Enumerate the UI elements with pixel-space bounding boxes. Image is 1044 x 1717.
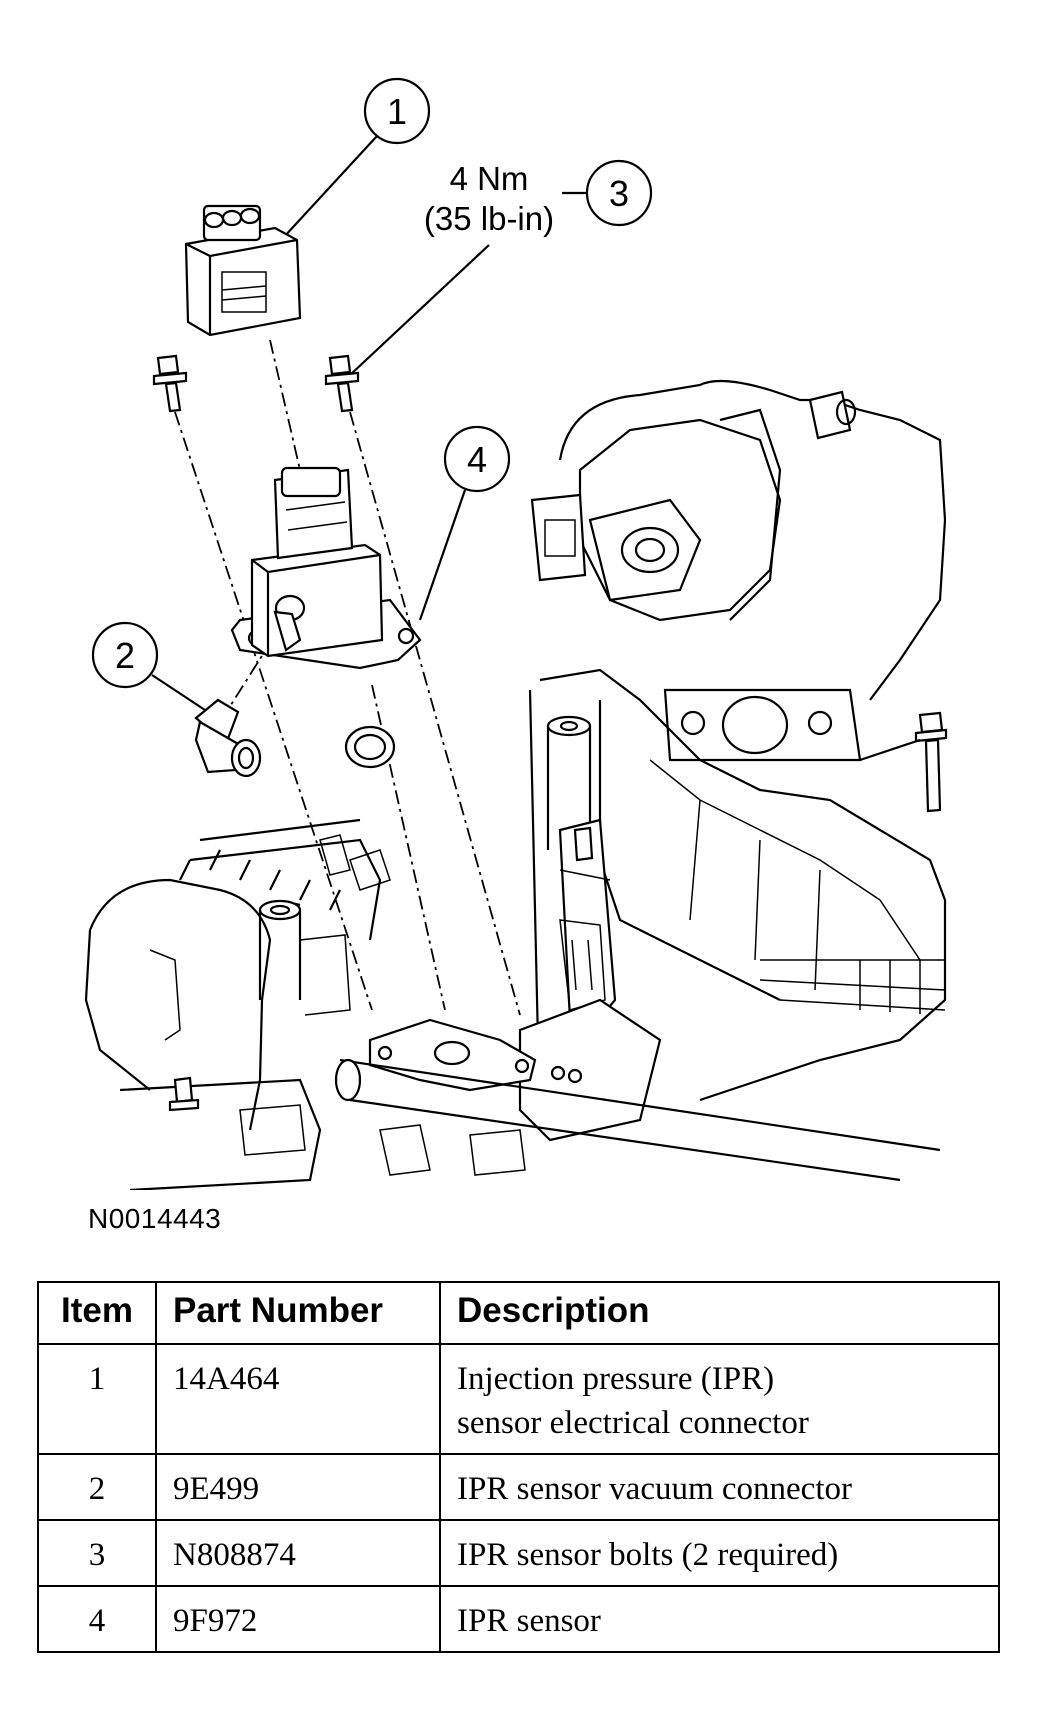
- torque-value-imperial: (35 lb-in): [424, 200, 554, 237]
- table-row: 1 14A464 Injection pressure (IPR) sensor…: [37, 1343, 1000, 1455]
- row-description: IPR sensor bolts (2 required): [439, 1519, 1000, 1587]
- torque-value: 4 Nm: [450, 160, 529, 197]
- o-ring-drawing: [344, 725, 396, 769]
- parts-table: Item Part Number Description 1 14A464 In…: [37, 1281, 1000, 1653]
- row-part-number: 9F972: [155, 1585, 441, 1653]
- row-description: IPR sensor: [439, 1585, 1000, 1653]
- table-row: 4 9F972 IPR sensor: [37, 1585, 1000, 1653]
- row-part-number: 14A464: [155, 1343, 441, 1455]
- row-part-number: 9E499: [155, 1453, 441, 1521]
- table-row: 3 N808874 IPR sensor bolts (2 required): [37, 1519, 1000, 1587]
- callout-1: 1: [282, 77, 431, 239]
- ipr-sensor-drawing: [230, 466, 422, 670]
- row-item: 3: [37, 1519, 157, 1587]
- vacuum-connector-drawing: [194, 698, 262, 778]
- callout-2: 2: [91, 621, 209, 713]
- callout-3-number: 3: [609, 173, 629, 214]
- table-header-row: Item Part Number Description: [37, 1281, 1000, 1345]
- exploded-view-diagram: 1 3 4 Nm (35 lb-in) 4 2: [84, 77, 948, 1190]
- callout-1-number: 1: [387, 91, 407, 132]
- row-description: IPR sensor vacuum connector: [439, 1453, 1000, 1521]
- callout-4: 4: [418, 425, 511, 621]
- bolt-right-drawing: [324, 354, 360, 413]
- bolt-left-drawing: [152, 354, 188, 413]
- row-description-line: Injection pressure (IPR): [457, 1361, 775, 1397]
- callout-2-number: 2: [115, 635, 135, 676]
- header-description: Description: [439, 1281, 1000, 1345]
- header-item: Item: [37, 1281, 157, 1345]
- callout-4-number: 4: [467, 439, 487, 480]
- callout-3: 3 4 Nm (35 lb-in): [349, 159, 653, 376]
- row-item: 4: [37, 1585, 157, 1653]
- row-item: 2: [37, 1453, 157, 1521]
- row-description-line: sensor electrical connector: [457, 1405, 809, 1441]
- row-item: 1: [37, 1343, 157, 1455]
- figure-id: N0014443: [88, 1203, 222, 1234]
- row-part-number: N808874: [155, 1519, 441, 1587]
- table-row: 2 9E499 IPR sensor vacuum connector: [37, 1453, 1000, 1521]
- engine-background-drawing: [84, 379, 948, 1190]
- header-part-number: Part Number: [155, 1281, 441, 1345]
- row-description: Injection pressure (IPR) sensor electric…: [439, 1343, 1000, 1455]
- electrical-connector-drawing: [184, 204, 302, 337]
